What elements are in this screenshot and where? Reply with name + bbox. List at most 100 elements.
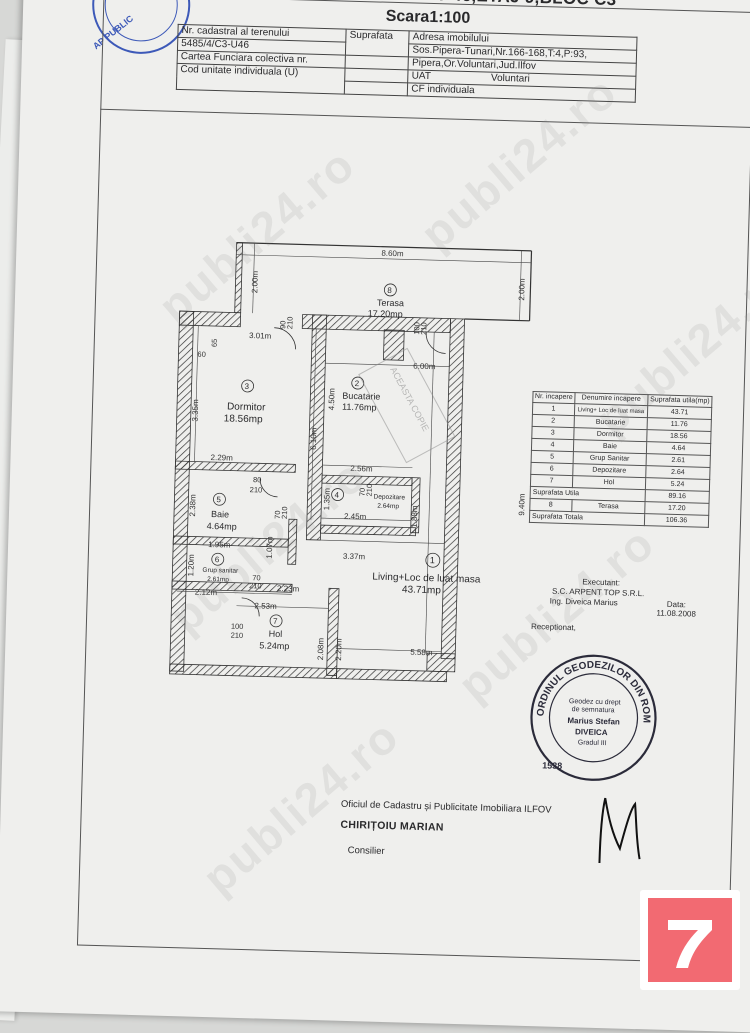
room-number: 7 bbox=[273, 617, 278, 626]
room-number: 1 bbox=[430, 555, 435, 565]
dim-living-bottom: 5.58m bbox=[410, 648, 433, 658]
room-name: Grup sanitar bbox=[202, 567, 239, 575]
dim-hall-d: 2.20m bbox=[334, 638, 344, 661]
executant-date: Data: 11.08.2008 bbox=[656, 599, 697, 619]
room-number: 6 bbox=[215, 555, 220, 564]
faint-stamp-text: ACEASTA COPIE bbox=[388, 365, 431, 433]
dim-kitchen-width: 6.00m bbox=[413, 362, 436, 372]
room-number: 3 bbox=[244, 382, 249, 391]
room-storage: 4 Depozitare 2.64mp bbox=[331, 488, 405, 510]
door-210g: 210 bbox=[280, 506, 289, 519]
office-role: Consilier bbox=[347, 844, 385, 857]
room-area: 43.71mp bbox=[402, 584, 442, 596]
dim-wc-width: 2.12m bbox=[195, 588, 218, 598]
room-name: Living+Loc de luat masa bbox=[372, 572, 481, 586]
dim-storage-height: 1.88m bbox=[410, 505, 420, 528]
room-legend-table: Nr. incapere Denumire incapere Suprafata… bbox=[529, 391, 713, 528]
brand-logo bbox=[640, 890, 740, 990]
room-area: 2.61mp bbox=[207, 576, 229, 584]
door-90: 90 bbox=[278, 320, 287, 329]
door-labels: 90 210 100 210 60 65 80 210 70 210 70 21… bbox=[197, 317, 428, 640]
door-210a: 210 bbox=[285, 317, 294, 330]
dim-hall-c: 2.08m bbox=[316, 637, 326, 660]
room-area: 4.64mp bbox=[207, 521, 237, 532]
door-210b: 210 bbox=[419, 322, 428, 335]
executant-engineer: Ing. Diveica Marius bbox=[549, 596, 618, 608]
dim-bath-width: 2.29m bbox=[210, 453, 233, 463]
dim-bath-bottom: 1.95m bbox=[208, 540, 231, 550]
room-name: Baie bbox=[211, 509, 229, 519]
door-70: 70 bbox=[358, 488, 367, 497]
room-number: 5 bbox=[216, 495, 221, 504]
dim-terrace-left: 2.00m bbox=[250, 270, 260, 293]
room-name: Terasa bbox=[377, 298, 404, 309]
dim-storage-width2: 2.45m bbox=[344, 512, 367, 522]
dimension-labels: 8.60m 2.00m 2.00m 3.01m 3.35m 4.50m 6.00… bbox=[186, 249, 527, 661]
info-table: Nr. cadastral al terenului Suprafata Adr… bbox=[176, 24, 638, 103]
stamp-name2: DIVEICA bbox=[575, 727, 608, 737]
dim-hall-b: 2.53m bbox=[254, 601, 277, 611]
room-name: Bucatarie bbox=[342, 391, 380, 402]
door-60: 60 bbox=[197, 350, 206, 359]
room-bedroom: 3 Dormitor 18.56mp bbox=[224, 379, 266, 425]
stamp-number: 1538 bbox=[542, 760, 562, 771]
dim-living-height: 9.40m bbox=[517, 493, 527, 516]
room-labels: 8 Terasa 17.20mp 2 Bucatarie 11.76mp 3 D… bbox=[202, 283, 481, 651]
door-70b: 70 bbox=[252, 573, 261, 582]
dim-terrace-width: 8.60m bbox=[381, 249, 404, 259]
room-name: Hol bbox=[269, 629, 283, 639]
dim-storage-width: 2.56m bbox=[350, 464, 373, 474]
dim-living-wall: 6.10m bbox=[309, 427, 319, 450]
room-area: 5.24mp bbox=[259, 640, 289, 651]
door-210f: 210 bbox=[231, 631, 244, 640]
room-terrace: 8 Terasa 17.20mp bbox=[368, 283, 404, 319]
room-number: 4 bbox=[334, 490, 339, 499]
stamp-grade: Gradul III bbox=[578, 739, 607, 747]
dim-bath-height: 2.38m bbox=[188, 494, 198, 517]
room-hall: 7 Hol 5.24mp bbox=[259, 614, 290, 651]
room-number: 2 bbox=[355, 379, 360, 388]
room-number: 8 bbox=[387, 286, 392, 295]
door-210e: 210 bbox=[249, 581, 262, 590]
door-100b: 100 bbox=[231, 622, 244, 631]
room-name: Depozitare bbox=[373, 494, 405, 502]
surveyor-stamp: ORDINUL GEODEZILOR DIN ROMANIA Geodez cu… bbox=[522, 646, 657, 781]
dim-storage-side: 1.35m bbox=[322, 488, 332, 511]
door-80: 80 bbox=[253, 475, 262, 484]
signature bbox=[598, 797, 641, 864]
brand-logo-icon bbox=[648, 898, 732, 982]
walls bbox=[169, 242, 533, 683]
dim-hall-width: 3.37m bbox=[343, 552, 366, 562]
room-area: 18.56mp bbox=[224, 413, 264, 425]
room-bath: 5 Baie 4.64mp bbox=[207, 492, 237, 532]
room-area: 2.64mp bbox=[377, 503, 399, 511]
room-area: 17.20mp bbox=[368, 308, 403, 319]
stamp-name1: Marius Stefan bbox=[567, 716, 620, 726]
room-living: 1 Living+Loc de luat masa 43.71mp bbox=[372, 552, 481, 596]
stamp-line1: Geodez cu drept bbox=[569, 698, 621, 706]
room-wc: 6 Grup sanitar 2.61mp bbox=[202, 552, 239, 584]
uat-value: Voluntari bbox=[490, 72, 530, 85]
stamp-line2: de semnatura bbox=[572, 706, 615, 714]
dim-wc-height: 1.20m bbox=[186, 554, 196, 577]
dimension-lines bbox=[176, 243, 532, 654]
round-stamp-top: AP PUBLIC bbox=[91, 0, 191, 54]
room-area: 11.76mp bbox=[342, 402, 377, 413]
dim-bedroom-width: 3.01m bbox=[249, 331, 272, 341]
executant-block: Executant: S.C. ARPENT TOP S.R.L. Ing. D… bbox=[531, 576, 712, 637]
uat-label: UAT bbox=[411, 70, 432, 82]
dim-terrace-right: 2.00m bbox=[517, 278, 527, 301]
room-kitchen: 2 Bucatarie 11.76mp bbox=[342, 376, 381, 413]
door-100: 100 bbox=[412, 322, 421, 335]
date-value: 11.08.2008 bbox=[656, 608, 697, 619]
door-70c: 70 bbox=[273, 510, 282, 519]
dim-bath-door: 1.07m bbox=[265, 536, 275, 559]
unit-code-label: Cod unitate individuala (U) bbox=[176, 63, 346, 95]
dim-hall-a: 2.23m bbox=[277, 584, 300, 594]
door-210c: 210 bbox=[250, 485, 263, 494]
dim-kitchen-left: 4.50m bbox=[327, 388, 337, 411]
door-210d: 210 bbox=[365, 484, 374, 497]
door-65: 65 bbox=[210, 339, 219, 348]
dim-bedroom-height: 3.35m bbox=[191, 399, 201, 422]
